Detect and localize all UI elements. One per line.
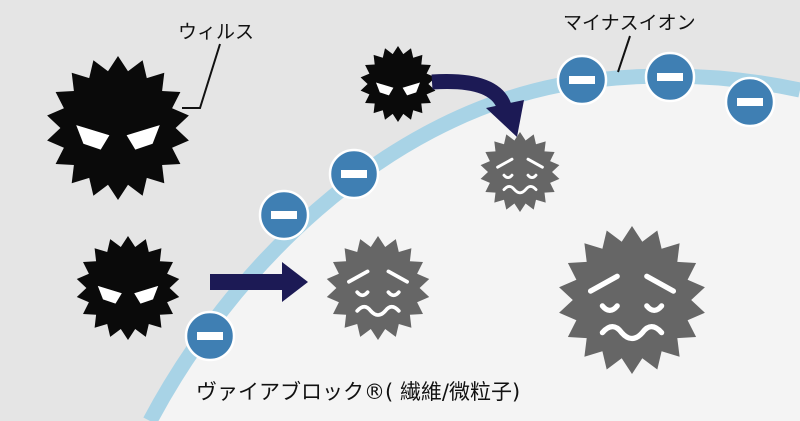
minus-ion-icon bbox=[556, 54, 608, 106]
fabric-surface-band bbox=[143, 68, 800, 421]
minus-ion-icon bbox=[644, 51, 696, 103]
virus-label: ウィルス bbox=[178, 21, 255, 43]
minus-ion-icon bbox=[328, 148, 380, 200]
angry-virus-icon bbox=[360, 46, 436, 122]
minus-ion-label: マイナスイオン bbox=[563, 12, 696, 34]
fabric-label: ヴァイアブロック®( 繊維/微粒子) bbox=[196, 380, 521, 404]
worried-virus-icon bbox=[480, 132, 560, 212]
arrow-icon bbox=[431, 74, 524, 137]
fabric-area bbox=[150, 75, 800, 421]
worried-virus-icon bbox=[559, 226, 705, 374]
minus-ion-icon bbox=[258, 189, 310, 241]
diagram-items bbox=[47, 46, 776, 374]
minus-ion-icon bbox=[184, 310, 236, 362]
virus-leader-line bbox=[182, 43, 221, 109]
minus-ion-icon bbox=[724, 76, 776, 128]
angry-virus-icon bbox=[47, 56, 189, 200]
angry-virus-icon bbox=[76, 236, 180, 340]
arrow-icon bbox=[210, 262, 308, 302]
worried-virus-icon bbox=[326, 236, 430, 340]
ion-leader-line bbox=[617, 35, 631, 73]
